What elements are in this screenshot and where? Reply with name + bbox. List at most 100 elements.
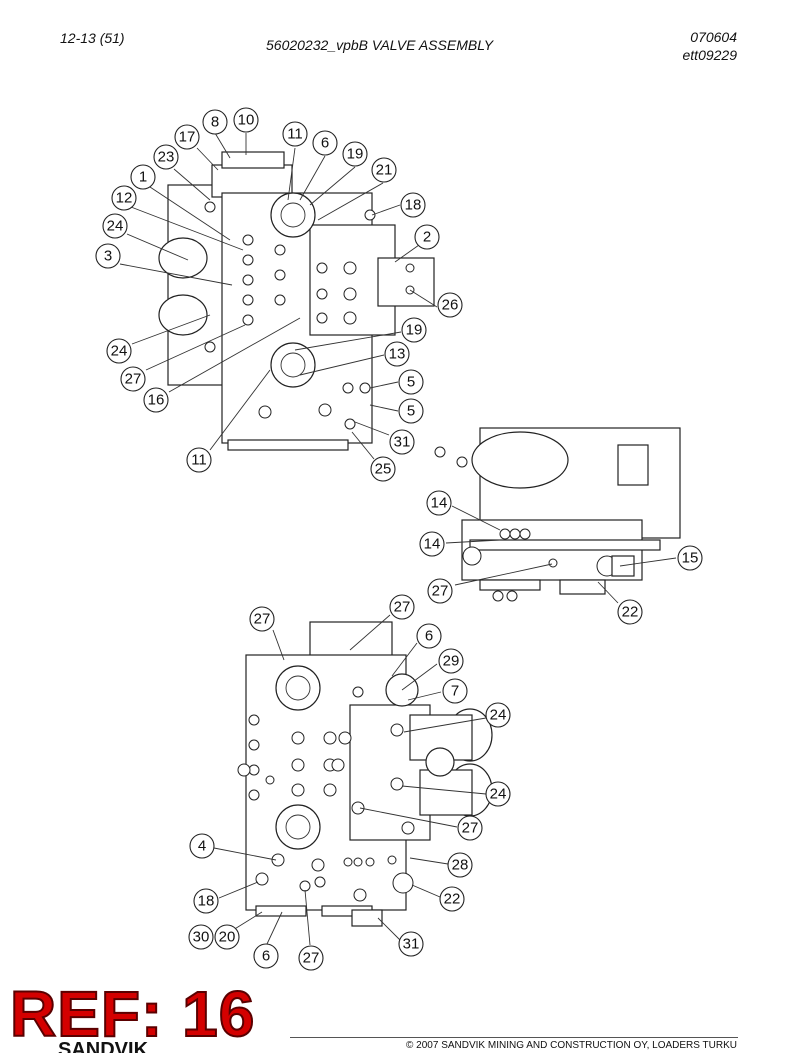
callout-bottom-2: 6 [416, 623, 442, 649]
callout-bottom-9: 28 [447, 852, 473, 878]
callout-bottom-6: 24 [485, 781, 511, 807]
svg-text:21: 21 [376, 162, 393, 179]
rear-block [167, 184, 229, 386]
document-code: ett09229 [682, 47, 738, 63]
callout-middle-1: 14 [419, 531, 445, 557]
bottom-top-cap [309, 621, 393, 659]
callout-top-9: 18 [400, 192, 426, 218]
callout-bottom-12: 30 [188, 924, 214, 950]
callout-bottom-15: 6 [253, 943, 279, 969]
svg-text:26: 26 [442, 297, 459, 314]
svg-text:30: 30 [193, 929, 210, 946]
svg-text:18: 18 [405, 197, 422, 214]
top-cap [211, 164, 293, 198]
callout-middle-4: 22 [617, 599, 643, 625]
svg-text:12: 12 [116, 190, 133, 207]
callout-middle-2: 15 [677, 545, 703, 571]
leader-lines [119, 132, 677, 946]
svg-text:19: 19 [406, 322, 423, 339]
svg-text:5: 5 [407, 374, 415, 391]
svg-text:11: 11 [191, 452, 207, 469]
callout-bottom-16: 27 [298, 945, 324, 971]
document-date: 070604 [690, 29, 737, 45]
callout-top-20: 16 [143, 387, 169, 413]
svg-text:18: 18 [198, 893, 215, 910]
svg-text:24: 24 [111, 343, 128, 360]
copyright-notice: © 2007 SANDVIK MINING AND CONSTRUCTION O… [406, 1040, 737, 1051]
callout-bottom-5: 24 [485, 702, 511, 728]
callout-top-7: 21 [371, 157, 397, 183]
callout-top-4: 6 [312, 130, 338, 156]
callout-middle-3: 27 [427, 578, 453, 604]
svg-text:4: 4 [198, 838, 206, 855]
callout-bottom-0: 27 [249, 606, 275, 632]
svg-text:7: 7 [451, 683, 459, 700]
callout-top-6: 23 [153, 144, 179, 170]
svg-text:10: 10 [238, 112, 255, 129]
callout-top-1: 10 [233, 107, 259, 133]
callout-top-2: 17 [174, 124, 200, 150]
svg-text:20: 20 [219, 929, 236, 946]
callout-top-18: 27 [120, 366, 146, 392]
callout-bottom-1: 27 [389, 594, 415, 620]
svg-text:28: 28 [452, 857, 469, 874]
svg-text:3: 3 [104, 248, 112, 265]
svg-text:25: 25 [375, 461, 392, 478]
svg-text:11: 11 [287, 126, 303, 143]
callout-middle-0: 14 [426, 490, 452, 516]
callout-bottom-10: 18 [193, 888, 219, 914]
svg-text:6: 6 [262, 948, 270, 965]
svg-text:24: 24 [490, 786, 507, 803]
svg-text:13: 13 [389, 346, 406, 363]
svg-text:16: 16 [148, 392, 165, 409]
svg-text:17: 17 [179, 129, 196, 146]
reference-stamp: REF: 16 [9, 978, 256, 1050]
callouts-middle-view: 14 14 15 27 22 [419, 490, 703, 625]
top-view-parts [158, 151, 435, 451]
callout-top-5: 19 [342, 141, 368, 167]
callout-top-14: 26 [437, 292, 463, 318]
callout-bottom-13: 20 [214, 924, 240, 950]
callout-bottom-8: 4 [189, 833, 215, 859]
svg-text:27: 27 [303, 950, 320, 967]
svg-text:8: 8 [211, 114, 219, 131]
bottom-flange-top [275, 665, 321, 711]
callout-top-0: 8 [202, 109, 228, 135]
callout-top-19: 5 [398, 369, 424, 395]
callout-top-11: 24 [102, 213, 128, 239]
callout-top-10: 12 [111, 185, 137, 211]
callout-top-23: 11 [186, 447, 212, 473]
sandvik-logo: SANDVIK [58, 1040, 149, 1053]
svg-text:24: 24 [107, 218, 124, 235]
callout-top-21: 5 [398, 398, 424, 424]
callout-top-17: 13 [384, 341, 410, 367]
svg-text:14: 14 [424, 536, 441, 553]
callout-bottom-3: 29 [438, 648, 464, 674]
footer-divider [290, 1037, 738, 1038]
middle-cylinder [471, 431, 569, 489]
svg-text:22: 22 [444, 891, 461, 908]
callout-top-15: 19 [401, 317, 427, 343]
callout-top-13: 3 [95, 243, 121, 269]
flange-bottom [270, 342, 316, 388]
svg-text:15: 15 [682, 550, 699, 567]
side-flange [377, 257, 435, 307]
bottom-view-bolts [237, 686, 415, 902]
svg-text:29: 29 [443, 653, 460, 670]
svg-text:27: 27 [125, 371, 142, 388]
flange-top [270, 192, 316, 238]
bottom-flange-bottom [275, 804, 321, 850]
callout-top-3: 11 [282, 121, 308, 147]
callout-top-8: 1 [130, 164, 156, 190]
svg-text:1: 1 [139, 169, 147, 186]
svg-text:19: 19 [347, 146, 364, 163]
svg-text:31: 31 [403, 936, 420, 953]
callout-bottom-14: 31 [398, 931, 424, 957]
top-view-bolts [204, 201, 415, 430]
callout-top-12: 2 [414, 224, 440, 250]
svg-text:2: 2 [423, 229, 431, 246]
svg-text:27: 27 [254, 611, 271, 628]
bottom-view-parts [237, 621, 493, 927]
svg-text:27: 27 [462, 820, 479, 837]
